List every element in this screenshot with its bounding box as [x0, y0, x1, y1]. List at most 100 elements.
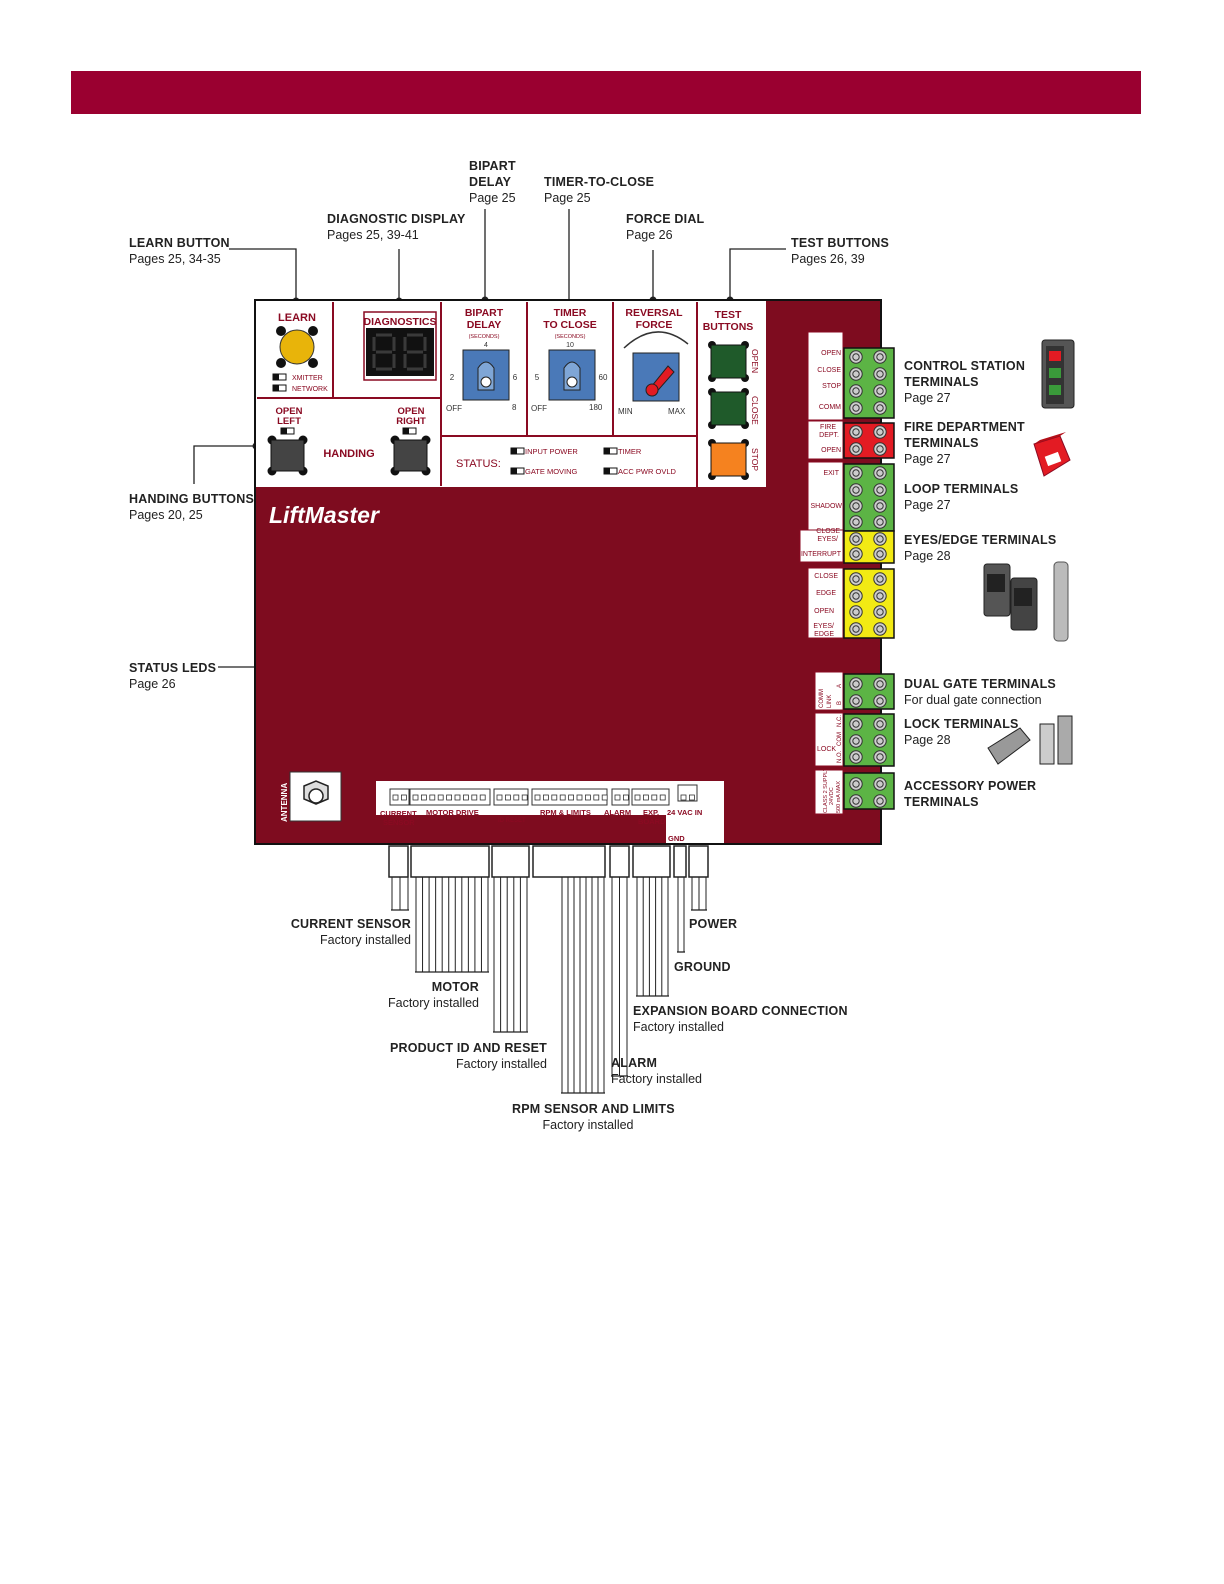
test-open-button[interactable] [708, 341, 749, 382]
status-label: STATUS: [456, 458, 501, 470]
timer-to-close-callout: TIMER-TO-CLOSE Page 25 [544, 174, 654, 206]
terminal-screw [849, 605, 863, 619]
fire-callout-title-1: FIRE DEPARTMENT [904, 420, 1025, 434]
connector-pin [400, 794, 407, 801]
terminal-screw [873, 483, 887, 497]
eyes-callout-page: Page 28 [904, 549, 951, 563]
terminal-fire-open-label: OPEN [821, 447, 841, 454]
terminal-screw [849, 401, 863, 415]
open-left-button[interactable] [267, 435, 308, 476]
lock-callout-title: LOCK TERMINALS [904, 717, 1019, 731]
force-callout-page: Page 26 [626, 228, 673, 242]
open-right-label-1: OPEN [398, 406, 425, 417]
terminal-screw [873, 589, 887, 603]
motor-drive-connector-label: MOTOR DRIVE [426, 808, 479, 817]
alarm-callout-title: ALARM [611, 1056, 658, 1070]
connector-pin [593, 794, 600, 801]
accessory-callout-title-2: TERMINALS [904, 795, 979, 809]
bipart-dial[interactable] [462, 349, 510, 401]
timer-to-close-dial[interactable] [548, 349, 596, 401]
terminal-screw [873, 717, 887, 731]
control-station-callout-title-1: CONTROL STATION [904, 359, 1026, 373]
test-label: TEST [715, 309, 742, 321]
motor-callout-sub: Factory installed [387, 996, 479, 1010]
control-station-callout-title-2: TERMINALS [904, 375, 979, 389]
terminal-screw [849, 589, 863, 603]
handing-buttons-callout: HANDING BUTTONS Pages 20, 25 [129, 491, 254, 523]
terminal-shadow-label: SHADOW [811, 503, 843, 510]
product-id-callout-sub: Factory installed [455, 1057, 547, 1071]
connector-pin [479, 794, 486, 801]
connector-pin [454, 794, 461, 801]
connector-pin [623, 794, 629, 801]
connector-pin [513, 794, 520, 801]
terminal-screw [849, 547, 863, 561]
bipart-off: OFF [446, 404, 462, 413]
terminal-screw [873, 425, 887, 439]
liftmaster-logo: LiftMaster [269, 502, 380, 528]
test-callout-pages: Pages 26, 39 [791, 252, 865, 266]
connector-pin [643, 794, 649, 801]
exp-board-connector-label-2: BOARD [638, 817, 666, 826]
terminal-screw [873, 350, 887, 364]
loop-terminals-callout: LOOP TERMINALS Page 27 [904, 481, 1018, 513]
test-close-button[interactable] [708, 388, 749, 429]
learn-button[interactable] [276, 326, 318, 368]
test-stop-button[interactable] [708, 439, 749, 480]
rpm-limits-connector-label: RPM & LIMITS [540, 808, 591, 817]
diagnostics-panel: DIAGNOSTICS [363, 311, 437, 381]
test-close-label: CLOSE [750, 396, 760, 425]
current-sensor-connector-label-1: CURRENT [380, 809, 417, 818]
learn-callout-title: LEARN BUTTON [129, 236, 230, 250]
product-id-callout-title: PRODUCT ID AND RESET [389, 1041, 547, 1055]
test-buttons-callout: TEST BUTTONS Pages 26, 39 [791, 235, 889, 267]
ttc-off: OFF [531, 404, 547, 413]
dual-gate-callout: DUAL GATE TERMINALS For dual gate connec… [904, 676, 1056, 708]
terminal-open-eyes-label-3: EDGE [814, 631, 834, 638]
dual-callout-title: DUAL GATE TERMINALS [904, 677, 1056, 691]
connector-pin [412, 794, 419, 801]
rpm-callout-title: RPM SENSOR AND LIMITS [512, 1102, 675, 1116]
terminal-fire-label: FIRE [820, 424, 836, 431]
reversal-force-dial[interactable] [632, 352, 680, 402]
terminal-screw [849, 442, 863, 456]
antenna: ANTENNA [280, 771, 342, 822]
ttc-tick-right: 60 [599, 373, 608, 382]
loop-callout-title: LOOP TERMINALS [904, 482, 1019, 496]
ttc-max: 180 [589, 403, 603, 412]
force-max: MAX [668, 407, 686, 416]
force-min: MIN [618, 407, 633, 416]
force-dial-callout: FORCE DIAL Page 26 [626, 211, 704, 243]
cable-wires [391, 877, 707, 1094]
terminal-screw [873, 401, 887, 415]
connector-pin [429, 794, 436, 801]
connector-pin [651, 794, 658, 801]
connector-pin [559, 794, 566, 801]
open-right-button[interactable] [390, 435, 431, 476]
terminal-screw [849, 515, 863, 529]
bipart-max: 8 [512, 403, 517, 412]
terminal-screw [849, 532, 863, 546]
exp-board-connector-label-1: EXP. [643, 808, 659, 817]
handing-label: HANDING [323, 448, 374, 460]
antenna-label: ANTENNA [280, 783, 289, 822]
bipart-unit: (SECONDS) [469, 334, 500, 340]
terminal-link-a-label: A [837, 684, 843, 688]
terminal-screw [873, 622, 887, 636]
bipart-callout-title-1: BIPART [469, 159, 516, 173]
terminal-screw [849, 499, 863, 513]
handing-callout-pages: Pages 20, 25 [129, 508, 203, 522]
control-station-picture [1041, 339, 1075, 409]
connector-pin [471, 794, 478, 801]
terminal-lock-no-label: N.O. [837, 750, 843, 763]
expansion-callout-title: EXPANSION BOARD CONNECTION [633, 1004, 848, 1018]
learn-label: LEARN [278, 312, 316, 324]
input-power-led-label: INPUT POWER [525, 447, 578, 456]
connector-pin [576, 794, 583, 801]
timer-to-close-panel: TIMER TO CLOSE (SECONDS) 10 5 60 OFF 180 [531, 307, 608, 413]
handing-callout-title: HANDING BUTTONS [129, 492, 254, 506]
delay-label: DELAY [467, 319, 502, 331]
to-close-label: TO CLOSE [543, 319, 596, 331]
connector-pin [496, 794, 503, 801]
lock-terminals-callout: LOCK TERMINALS Page 28 [904, 716, 1019, 748]
